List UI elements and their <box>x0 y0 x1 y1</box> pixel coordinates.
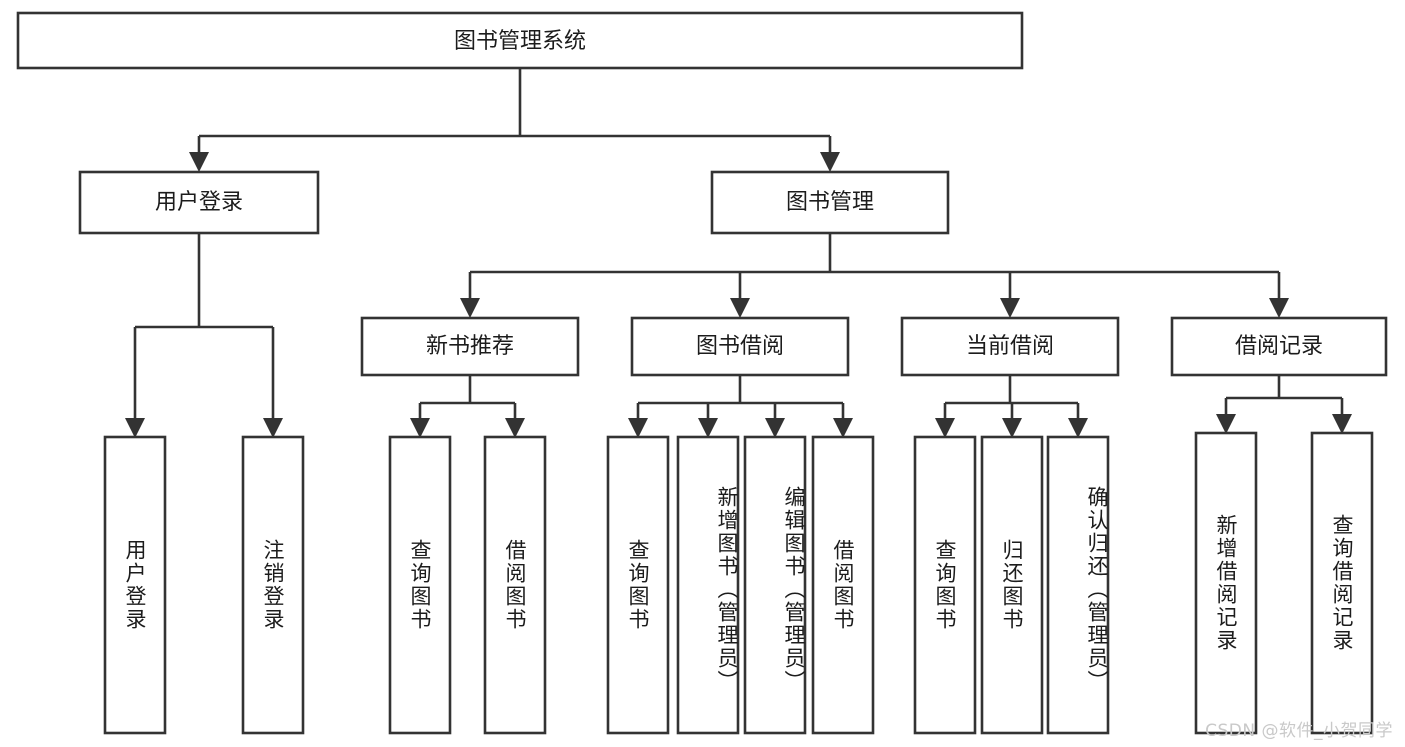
leaf-newbook-borrow-book[interactable] <box>483 435 547 735</box>
arrow-to-bookborrow-leaf-4 <box>833 418 853 438</box>
arrow-to-currentborrow-leaf-3 <box>1068 418 1088 438</box>
arrow-to-borrowrecord-leaf-2 <box>1332 414 1352 434</box>
leaf-newbook-query-book[interactable] <box>388 435 452 735</box>
leaf-borrowrecord-add-record[interactable] <box>1194 431 1258 735</box>
node-book-manage[interactable] <box>710 170 950 235</box>
arrow-to-newbook-leaf-1 <box>410 418 430 438</box>
leaf-bookborrow-borrow-book[interactable] <box>811 435 875 735</box>
node-current-borrow-label: 当前借阅 <box>966 334 1054 359</box>
arrow-to-bookborrow-leaf-3 <box>765 418 785 438</box>
node-borrow-record-label: 借阅记录 <box>1235 334 1323 359</box>
leaf-user-login-logout[interactable] <box>241 435 305 735</box>
leaf-currentborrow-confirm-return[interactable] <box>1046 435 1110 735</box>
node-user-login[interactable] <box>78 170 320 235</box>
node-new-book-recommend-label: 新书推荐 <box>426 334 514 359</box>
node-layer: 图书管理系统 用户登录 图书管理 新书推荐 图书借阅 当前借阅 借阅记录 <box>16 11 1388 735</box>
arrow-to-new-book-recommend <box>460 298 480 318</box>
node-book-manage-label: 图书管理 <box>786 190 874 215</box>
node-root-label: 图书管理系统 <box>454 29 586 54</box>
node-book-borrow[interactable] <box>630 316 850 377</box>
leaf-bookborrow-add-book[interactable] <box>676 435 740 735</box>
leaf-currentborrow-query-book[interactable] <box>913 435 977 735</box>
arrow-to-borrow-record <box>1269 298 1289 318</box>
arrow-to-current-borrow <box>1000 298 1020 318</box>
arrowhead-layer <box>125 152 1352 438</box>
leaf-bookborrow-edit-book[interactable] <box>743 435 807 735</box>
arrow-to-borrowrecord-leaf-1 <box>1216 414 1236 434</box>
arrow-to-leaf-user-login <box>125 418 145 438</box>
node-new-book-recommend[interactable] <box>360 316 580 377</box>
arrow-to-book-borrow <box>730 298 750 318</box>
node-current-borrow[interactable] <box>900 316 1120 377</box>
leaf-borrowrecord-query-record[interactable] <box>1310 431 1374 735</box>
arrow-to-bookborrow-leaf-1 <box>628 418 648 438</box>
leaf-user-login-login[interactable] <box>103 435 167 735</box>
node-borrow-record[interactable] <box>1170 316 1388 377</box>
arrow-to-user-login <box>189 152 209 172</box>
node-root-book-system[interactable] <box>16 11 1024 70</box>
csdn-watermark: CSDN @软件_小贺同学 <box>1205 721 1393 741</box>
leaf-bookborrow-query-book[interactable] <box>606 435 670 735</box>
leaf-currentborrow-return-book[interactable] <box>980 435 1044 735</box>
connector-layer <box>133 68 1344 418</box>
arrow-to-currentborrow-leaf-1 <box>935 418 955 438</box>
node-book-borrow-label: 图书借阅 <box>696 334 784 359</box>
node-user-login-label: 用户登录 <box>155 190 243 215</box>
arrow-to-book-manage <box>820 152 840 172</box>
arrow-to-leaf-logout <box>263 418 283 438</box>
arrow-to-currentborrow-leaf-2 <box>1002 418 1022 438</box>
arrow-to-newbook-leaf-2 <box>505 418 525 438</box>
arrow-to-bookborrow-leaf-2 <box>698 418 718 438</box>
